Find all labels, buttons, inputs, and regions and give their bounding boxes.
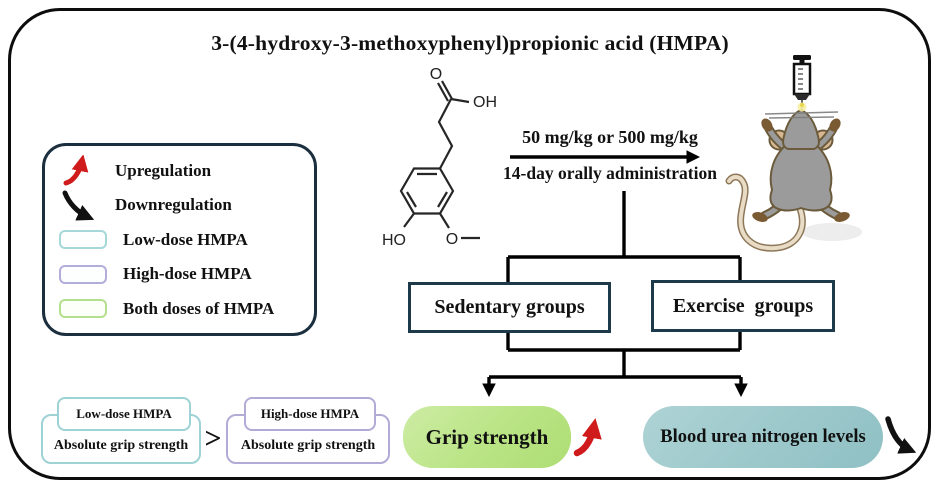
carbonyl-o-label: O (430, 66, 442, 83)
figure-border (8, 8, 931, 480)
legend-row-both-doses: Both doses of HMPA (59, 293, 314, 325)
exercise-groups-box: Exercise groups (651, 280, 835, 332)
legend-label-both-doses: Both doses of HMPA (123, 298, 275, 318)
methoxy-o-label: O (446, 231, 458, 248)
mouse-body (769, 143, 833, 212)
grip-upregulation-arrow (573, 418, 602, 457)
sedentary-groups-label: Sedentary groups (434, 296, 585, 318)
mouse-left-foot (752, 212, 768, 222)
sedentary-groups-box: Sedentary groups (408, 282, 611, 333)
grip-strength-pill: Grip strength (403, 406, 571, 468)
low-dose-grip-metric: Absolute grip strength (53, 438, 189, 453)
mouse-right-foot (834, 212, 850, 222)
low-dose-tag-box: Low-dose HMPA (57, 397, 191, 431)
low-dose-swatch (59, 230, 107, 249)
low-dose-tag-label: Low-dose HMPA (76, 406, 172, 421)
mouse-left-paw (761, 118, 773, 132)
legend-label-high-dose: High-dose HMPA (123, 264, 252, 283)
mouse-right-paw (829, 118, 841, 132)
propionic-chain (437, 98, 454, 170)
chemical-structure: O OH HO O (382, 66, 497, 249)
syringe-icon (792, 55, 812, 112)
upregulation-arrow-icon (63, 154, 89, 185)
greater-than-sign: > (204, 422, 222, 455)
high-dose-swatch (59, 264, 107, 284)
figure-title: 3-(4-hydroxy-3-methoxyphenyl)propionic a… (211, 31, 729, 55)
legend-label-upregulation: Upregulation (115, 160, 212, 180)
bun-downregulation-arrow (885, 416, 917, 454)
blood-urea-nitrogen-pill: Blood urea nitrogen levels (643, 406, 883, 468)
high-dose-tag-box: High-dose HMPA (244, 397, 376, 431)
phenol-ho-label: HO (382, 232, 406, 249)
hydroxyl-oh-label: OH (473, 94, 497, 111)
grip-strength-label: Grip strength (425, 424, 549, 449)
mouse-illustration (725, 108, 862, 252)
legend-label-downregulation: Downregulation (115, 195, 232, 214)
high-dose-tag-label: High-dose HMPA (260, 406, 360, 421)
exercise-groups-label: Exercise groups (672, 294, 814, 317)
blood-urea-nitrogen-label: Blood urea nitrogen levels (660, 426, 866, 447)
legend-row-high-dose: High-dose HMPA (59, 258, 314, 290)
high-dose-grip-metric: Absolute grip strength (240, 438, 376, 453)
dose-text: 50 mg/kg or 500 mg/kg (522, 127, 698, 147)
legend-row-downregulation: Downregulation (59, 189, 314, 221)
duration-text: 14-day orally administration (503, 163, 717, 183)
legend-box: Upregulation Downregulation Low-dose HMP… (42, 143, 317, 336)
downregulation-arrow-icon (62, 190, 95, 221)
legend-label-low-dose: Low-dose HMPA (123, 229, 248, 249)
both-doses-swatch (59, 299, 107, 318)
legend-row-upregulation: Upregulation (59, 154, 314, 187)
legend-row-low-dose: Low-dose HMPA (59, 224, 314, 256)
mouse-whiskers (764, 111, 839, 119)
benzene-ring (399, 167, 455, 215)
mouse-head (782, 108, 820, 150)
